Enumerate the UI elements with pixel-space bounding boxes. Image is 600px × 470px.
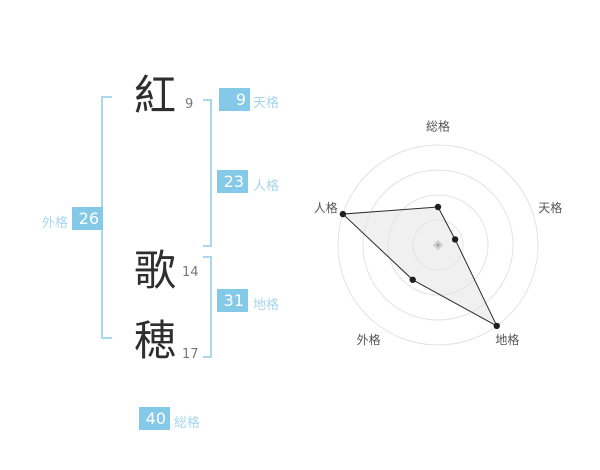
radar-polygon bbox=[341, 206, 498, 328]
chikaku-bracket bbox=[203, 256, 212, 358]
radar-ring bbox=[362, 169, 514, 321]
radar-ring bbox=[337, 144, 539, 346]
tenkaku-label: 天格 bbox=[253, 96, 280, 111]
radar-point bbox=[339, 210, 347, 218]
chikaku-value-box: 31 bbox=[217, 289, 248, 312]
jinkaku-value-box: 23 bbox=[217, 170, 248, 193]
soukaku-label: 総格 bbox=[174, 416, 201, 431]
jinkaku-label: 人格 bbox=[253, 179, 280, 194]
radar-point bbox=[451, 236, 459, 243]
stroke-count-1: 9 bbox=[185, 97, 194, 112]
jinkaku-bracket bbox=[203, 99, 212, 247]
gaikaku-value-box: 26 bbox=[72, 207, 103, 230]
chikaku-label: 地格 bbox=[253, 298, 280, 313]
radar-axis-label: 地格 bbox=[495, 332, 519, 347]
radar-axis-label: 総格 bbox=[426, 119, 450, 134]
radar-point bbox=[409, 276, 416, 283]
name-character-1: 紅 bbox=[134, 71, 177, 120]
radar-point bbox=[493, 322, 500, 330]
radar-axis-label: 外格 bbox=[357, 332, 381, 347]
radar-point bbox=[434, 203, 442, 211]
stroke-count-3: 17 bbox=[182, 347, 199, 362]
stroke-count-2: 14 bbox=[182, 265, 199, 280]
soukaku-value-box: 40 bbox=[139, 407, 170, 430]
name-character-3: 穂 bbox=[134, 316, 177, 365]
radar-axis-label: 天格 bbox=[538, 200, 562, 215]
tenkaku-value-box: 9 bbox=[219, 88, 250, 111]
gaikaku-label: 外格 bbox=[42, 216, 69, 231]
radar-center-dot bbox=[436, 243, 440, 247]
radar-axis-label: 人格 bbox=[314, 200, 338, 215]
name-character-2: 歌 bbox=[134, 246, 177, 295]
